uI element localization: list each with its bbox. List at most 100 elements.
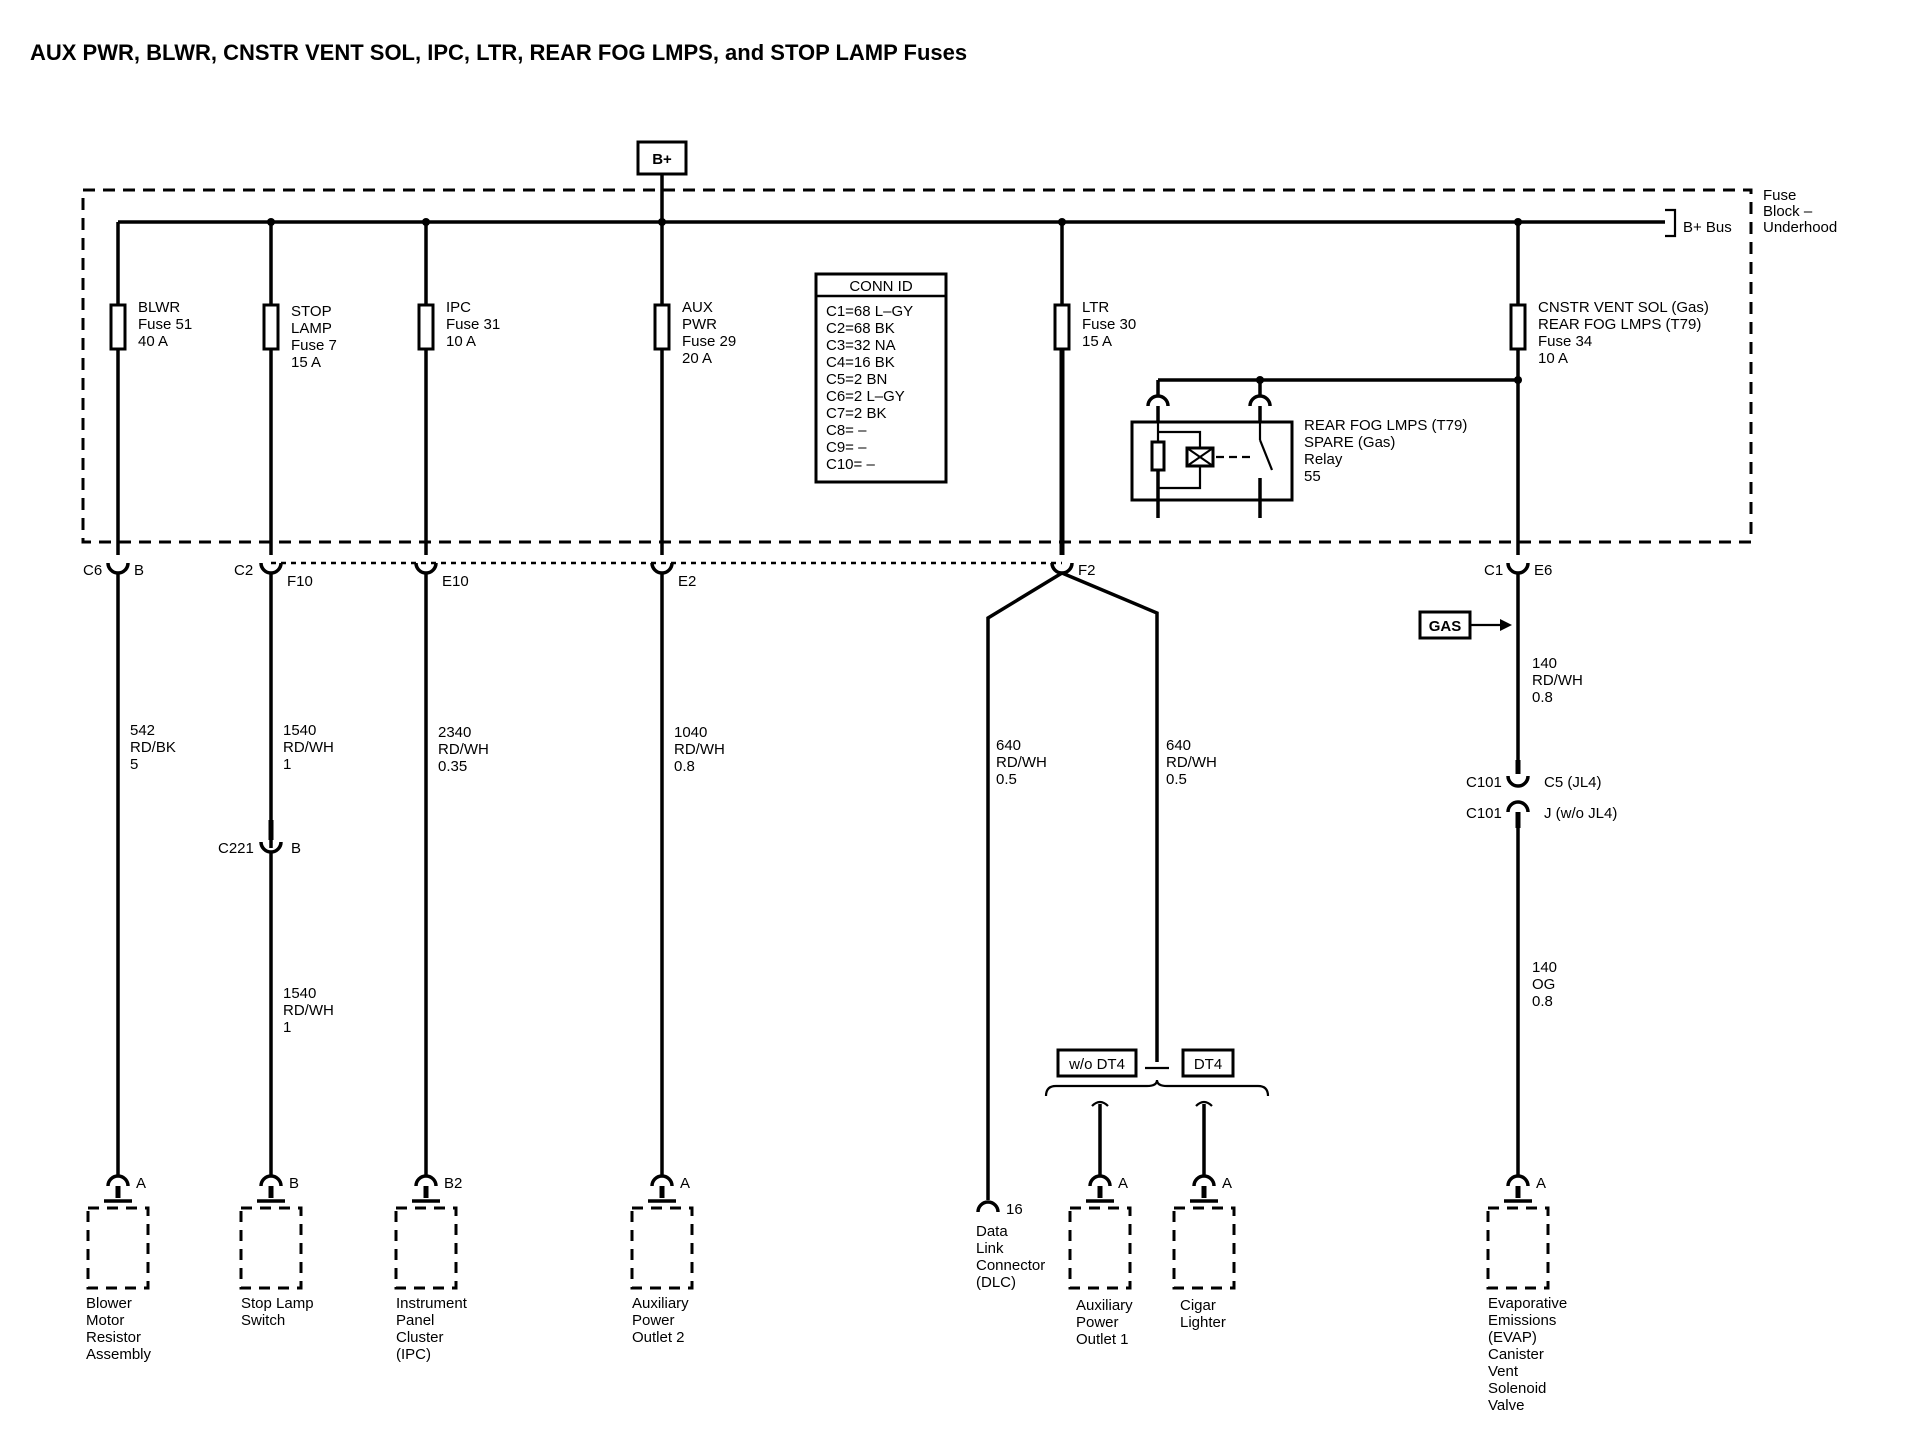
rear-fog-relay: REAR FOG LMPS (T79) SPARE (Gas) Relay 55 [1130,376,1522,518]
fuse-block-boundary [81,188,1753,544]
svg-text:A: A [136,1175,146,1192]
circuit-blower: 542 RD/BK 5 [116,573,176,1176]
conn-c101-b-pin: J (w/o JL4) [1544,805,1617,822]
circuit-stop-lamp: C221 B 1540 RD/WH 1 1540 RD/WH 1 [218,573,334,1176]
svg-text:2340: 2340 [438,724,471,741]
conn-e2: E2 [678,573,696,590]
svg-text:C9= –: C9= – [826,439,867,456]
svg-text:Valve: Valve [1488,1397,1524,1414]
svg-text:C8= –: C8= – [826,422,867,439]
svg-text:Panel: Panel [396,1312,434,1329]
circuit-cnstr-vent-sol: GAS 140 RD/WH 0.8 C101 C5 (JL4) C101 J (… [1418,573,1617,1176]
svg-text:0.8: 0.8 [1532,993,1553,1010]
svg-text:REAR FOG LMPS (T79): REAR FOG LMPS (T79) [1538,316,1701,333]
fuse-label-ltr: LTR Fuse 30 15 A [1082,299,1136,350]
conn-c101-b: C101 [1466,805,1502,822]
svg-text:RD/WH: RD/WH [283,1002,334,1019]
svg-text:640: 640 [1166,737,1191,754]
svg-text:Stop Lamp: Stop Lamp [241,1295,314,1312]
svg-text:Link: Link [976,1240,1004,1257]
b-plus-bus-label: B+ Bus [1683,219,1732,236]
svg-text:Solenoid: Solenoid [1488,1380,1546,1397]
conn-c6-pin: B [134,562,144,579]
svg-text:1040: 1040 [674,724,707,741]
svg-text:Underhood: Underhood [1763,219,1837,236]
svg-text:Power: Power [632,1312,675,1329]
svg-text:40 A: 40 A [138,333,168,350]
svg-text:Emissions: Emissions [1488,1312,1556,1329]
svg-text:C4=16 BK: C4=16 BK [826,354,895,371]
svg-text:Fuse 7: Fuse 7 [291,337,337,354]
svg-text:Fuse 30: Fuse 30 [1082,316,1136,333]
svg-text:Fuse 29: Fuse 29 [682,333,736,350]
svg-text:1: 1 [283,756,291,773]
svg-text:Vent: Vent [1488,1363,1519,1380]
component-data-link-connector: Data Link Connector (DLC) [976,1223,1045,1291]
svg-text:Cigar: Cigar [1180,1297,1216,1314]
component-blower-motor-resistor: Blower Motor Resistor Assembly [86,1199,152,1363]
svg-text:542: 542 [130,722,155,739]
svg-text:140: 140 [1532,655,1557,672]
svg-text:OG: OG [1532,976,1555,993]
svg-text:1540: 1540 [283,722,316,739]
conn-c221-pin: B [291,840,301,857]
conn-f10: F10 [287,573,313,590]
component-evap-canister-vent-solenoid: Evaporative Emissions (EVAP) Canister Ve… [1486,1199,1567,1414]
svg-text:Relay: Relay [1304,451,1343,468]
svg-text:B: B [289,1175,299,1192]
svg-text:C3=32 NA: C3=32 NA [826,337,896,354]
svg-text:Fuse 51: Fuse 51 [138,316,192,333]
fuse-label-cnstr-vent-sol: CNSTR VENT SOL (Gas) REAR FOG LMPS (T79)… [1538,299,1709,367]
fuse-label-blwr: BLWR Fuse 51 40 A [138,299,192,350]
conn-c221: C221 [218,840,254,857]
conn-c1: C1 [1484,562,1503,579]
svg-text:Block –: Block – [1763,203,1813,220]
fuse-feeds [109,222,1527,555]
component-stop-lamp-switch: Stop Lamp Switch [239,1199,314,1329]
gas-tag: GAS [1429,618,1462,635]
conn-e6: E6 [1534,562,1552,579]
svg-text:0.35: 0.35 [438,758,467,775]
svg-text:LTR: LTR [1082,299,1109,316]
fuse-block-connectors: C6 B C2 F10 E10 E2 F2 C1 E6 [83,562,1552,590]
conn-c6: C6 [83,562,102,579]
svg-text:0.5: 0.5 [1166,771,1187,788]
fuse-label-aux-pwr: AUX PWR Fuse 29 20 A [682,299,736,367]
svg-text:55: 55 [1304,468,1321,485]
svg-text:RD/WH: RD/WH [674,741,725,758]
svg-text:Outlet 2: Outlet 2 [632,1329,685,1346]
component-auxiliary-power-outlet-1: Auxiliary Power Outlet 1 [1068,1199,1133,1348]
svg-text:BLWR: BLWR [138,299,180,316]
svg-text:C7=2 BK: C7=2 BK [826,405,886,422]
svg-text:10 A: 10 A [1538,350,1568,367]
component-pins: A B B2 A 16 A A A [106,1174,1546,1218]
svg-text:Switch: Switch [241,1312,285,1329]
svg-text:Fuse: Fuse [1763,187,1796,204]
svg-text:STOP: STOP [291,303,332,320]
svg-text:RD/WH: RD/WH [283,739,334,756]
conn-c2: C2 [234,562,253,579]
svg-text:5: 5 [130,756,138,773]
svg-text:C2=68 BK: C2=68 BK [826,320,895,337]
svg-text:Fuse 34: Fuse 34 [1538,333,1592,350]
conn-c101-a-pin: C5 (JL4) [1544,774,1602,791]
svg-text:RD/WH: RD/WH [1532,672,1583,689]
circuit-ipc: 2340 RD/WH 0.35 [424,573,489,1176]
b-plus-source: B+ [636,140,688,222]
svg-text:A: A [1536,1175,1546,1192]
svg-text:(DLC): (DLC) [976,1274,1016,1291]
svg-text:CONN ID: CONN ID [849,278,913,295]
option-dt4: DT4 [1194,1056,1222,1073]
svg-text:SPARE (Gas): SPARE (Gas) [1304,434,1395,451]
svg-text:Auxiliary: Auxiliary [1076,1297,1133,1314]
svg-text:(EVAP): (EVAP) [1488,1329,1537,1346]
component-instrument-panel-cluster: Instrument Panel Cluster (IPC) [394,1199,468,1363]
circuit-aux-pwr: 1040 RD/WH 0.8 [660,573,725,1176]
b-plus-label: B+ [652,151,672,168]
svg-text:20 A: 20 A [682,350,712,367]
diagram-title: AUX PWR, BLWR, CNSTR VENT SOL, IPC, LTR,… [30,40,967,65]
svg-text:A: A [1118,1175,1128,1192]
conn-c101-a: C101 [1466,774,1502,791]
fuse-block-label: Fuse Block – Underhood [1763,187,1837,236]
